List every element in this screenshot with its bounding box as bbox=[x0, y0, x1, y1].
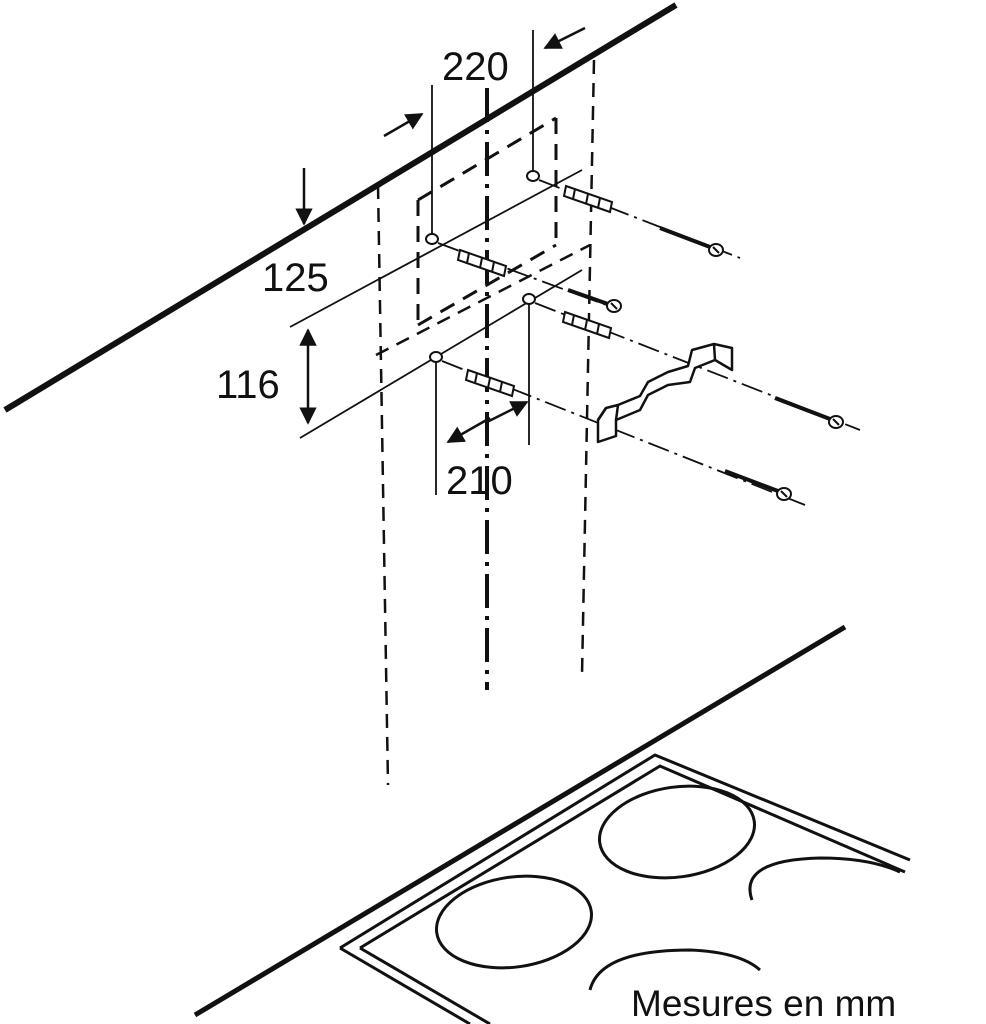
wall-plug-icon bbox=[561, 310, 613, 340]
screw-icon bbox=[567, 288, 622, 313]
screw-icon bbox=[774, 396, 844, 429]
arrow-210-right bbox=[486, 400, 529, 424]
burner-front-left bbox=[435, 874, 593, 970]
screws bbox=[567, 226, 844, 501]
burner-back-right bbox=[748, 856, 901, 901]
worktop-edge-line bbox=[193, 624, 847, 1018]
dimension-arrows bbox=[295, 26, 586, 444]
dimension-125-label: 125 bbox=[262, 256, 329, 300]
units-caption: Mesures en mm bbox=[631, 983, 896, 1024]
drill-hole-bottom-right bbox=[522, 293, 536, 305]
screw-icon bbox=[659, 226, 724, 257]
burner-back-left bbox=[598, 784, 756, 880]
wall-plug-icon bbox=[464, 368, 516, 398]
wall-plug-icon bbox=[562, 184, 614, 214]
mounting-bracket-icon bbox=[596, 342, 734, 444]
dimension-210-label: 210 bbox=[446, 459, 513, 503]
drill-hole-bottom-left bbox=[429, 351, 443, 363]
wall-plug-icon bbox=[456, 248, 508, 278]
drill-holes bbox=[425, 170, 540, 363]
cooktop bbox=[339, 753, 911, 1024]
arrow-220-left bbox=[383, 112, 424, 138]
screw-icon bbox=[724, 469, 792, 501]
drill-hole-top-left bbox=[425, 233, 439, 245]
dimension-220-label: 220 bbox=[442, 45, 509, 89]
drill-hole-top-right bbox=[526, 170, 540, 182]
arrow-210-left bbox=[446, 416, 491, 444]
arrow-220-right bbox=[543, 26, 586, 50]
dimension-116-label: 116 bbox=[216, 363, 280, 407]
wall-plugs bbox=[456, 184, 614, 398]
screw-axis-lines bbox=[437, 179, 861, 506]
hood-outline bbox=[375, 59, 596, 786]
burner-front-right bbox=[588, 948, 762, 991]
ceiling-edge-line bbox=[3, 2, 678, 413]
extension-lines bbox=[289, 30, 583, 495]
